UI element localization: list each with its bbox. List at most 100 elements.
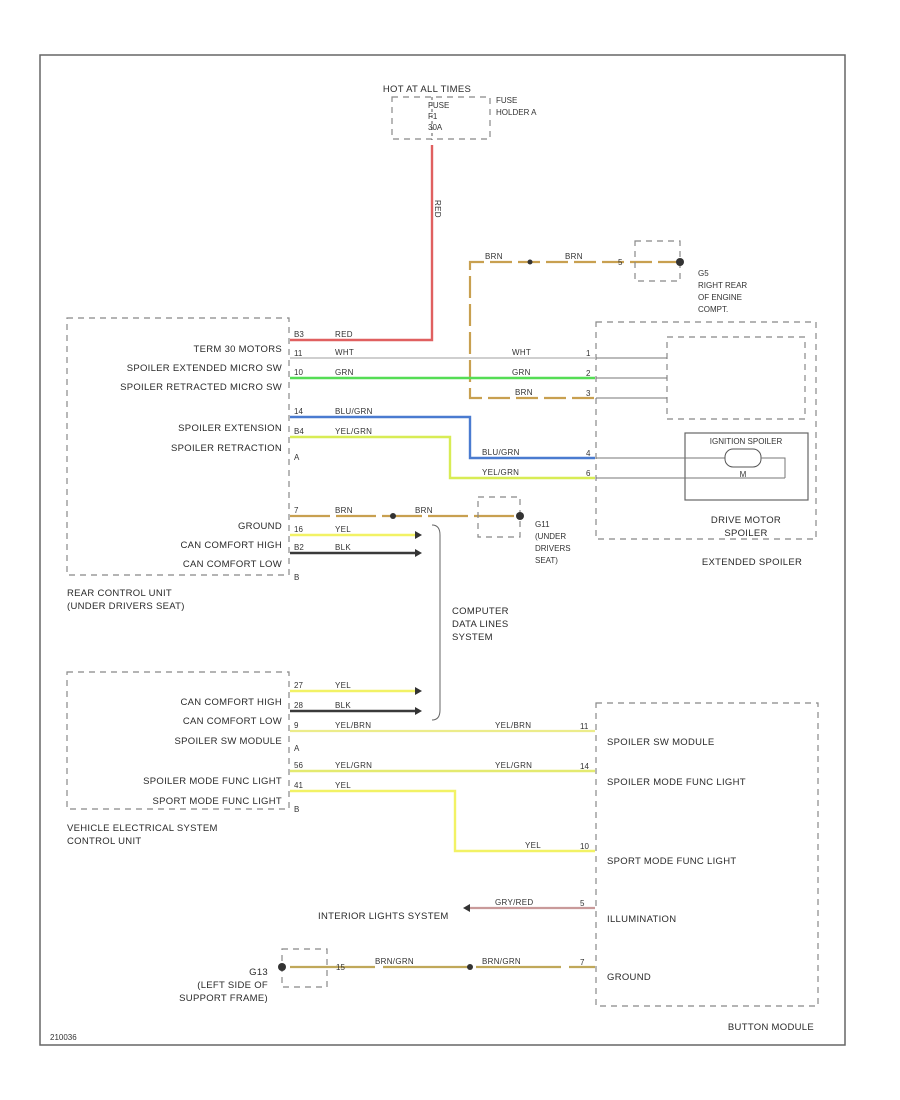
wire-label-blugrn-1: BLU/GRN xyxy=(335,407,373,416)
diagram-border xyxy=(39,54,846,1046)
rcu-pin-spoiler-retracted: SPOILER RETRACTED MICRO SW xyxy=(120,382,282,393)
wire-label-blugrn-2: BLU/GRN xyxy=(482,448,520,457)
wire-label-brn-3: BRN xyxy=(515,388,533,397)
wire-label-grn-2: GRN xyxy=(512,368,531,377)
rcu-connector-b: B xyxy=(294,573,299,582)
es-pin-6: 6 xyxy=(586,469,591,478)
bm-pin-illumination: ILLUMINATION xyxy=(607,914,676,925)
bm-pin-num-1: 11 xyxy=(580,722,589,731)
wire-yellow-sport xyxy=(290,789,595,853)
wire-label-wht-1: WHT xyxy=(335,348,354,357)
rcu-pin-num-1: B3 xyxy=(294,330,304,339)
wire-label-yel-sport-2: YEL xyxy=(525,841,541,850)
cdl-label-1: COMPUTER xyxy=(452,606,509,617)
extended-spoiler-label: EXTENDED SPOILER xyxy=(702,557,802,568)
wire-label-blk-vesc: BLK xyxy=(335,701,351,710)
ignition-spoiler-label: IGNITION SPOILER xyxy=(710,437,783,446)
bm-pin-spoiler-sw: SPOILER SW MODULE xyxy=(607,737,715,748)
arrow-can-high-rear xyxy=(415,531,422,539)
rcu-pin-num-6: 7 xyxy=(294,506,299,515)
button-module: SPOILER SW MODULE SPOILER MODE FUNC LIGH… xyxy=(580,702,819,1033)
rcu-connector-a: A xyxy=(294,453,300,462)
g11-label-1: G11 xyxy=(535,520,550,529)
splice-dot xyxy=(390,513,396,519)
button-module-label: BUTTON MODULE xyxy=(728,1022,814,1033)
vesc-label-2: CONTROL UNIT xyxy=(67,836,142,847)
bm-pin-num-2: 14 xyxy=(580,762,589,771)
motor-return xyxy=(761,457,786,478)
cdl-label-2: DATA LINES xyxy=(452,619,509,630)
cdl-label-3: SYSTEM xyxy=(452,632,493,643)
arrow-can-low-vesc xyxy=(415,707,422,715)
rear-control-unit: TERM 30 MOTORS SPOILER EXTENDED MICRO SW… xyxy=(66,317,304,612)
wire-label-brn-g11-1: BRN xyxy=(335,506,353,515)
fuse-panel: HOT AT ALL TIMES FUSE F1 30A FUSE HOLDER… xyxy=(383,84,537,140)
g11-terminal xyxy=(516,512,524,520)
wire-brown-g5 xyxy=(468,260,680,400)
rcu-pin-num-2: 11 xyxy=(294,349,303,358)
wires: RED RED BRN BRN BRN WHT WHT GRN GRN BLU/… xyxy=(290,145,680,970)
fuse-holder-label-2: HOLDER A xyxy=(496,108,537,117)
wire-red xyxy=(290,145,434,342)
wire-label-yelgrn-1: YEL/GRN xyxy=(335,427,372,436)
extended-spoiler: IGNITION SPOILER M DRIVE MOTOR SPOILER E… xyxy=(586,258,817,568)
motor-label: M xyxy=(740,470,747,479)
interior-lights-label: INTERIOR LIGHTS SYSTEM xyxy=(318,911,449,922)
g11-label-4: SEAT) xyxy=(535,556,558,565)
vesc-pin-spoiler-sw: SPOILER SW MODULE xyxy=(174,736,282,747)
wire-label-red-vert: RED xyxy=(433,200,442,218)
wire-label-brn-1: BRN xyxy=(485,252,503,261)
vesc-connector-b: B xyxy=(294,805,299,814)
drive-motor-label-1: DRIVE MOTOR xyxy=(711,515,781,526)
vesc-pin-can-high: CAN COMFORT HIGH xyxy=(180,697,282,708)
vesc-pin-num-3: 9 xyxy=(294,721,299,730)
vesc-connector-a: A xyxy=(294,744,300,753)
g11-label-3: DRIVERS xyxy=(535,544,571,553)
ground-g13: 15 G13 (LEFT SIDE OF SUPPORT FRAME) xyxy=(179,948,345,1004)
wire-label-yel-rear: YEL xyxy=(335,525,351,534)
rcu-pin-num-8: B2 xyxy=(294,543,304,552)
bm-pin-num-4: 5 xyxy=(580,899,585,908)
wire-label-brn-2: BRN xyxy=(565,252,583,261)
wire-blue-green xyxy=(290,415,595,460)
g13-label-2: (LEFT SIDE OF xyxy=(197,980,268,991)
bm-pin-sport-mode: SPORT MODE FUNC LIGHT xyxy=(607,856,736,867)
rcu-pin-can-low: CAN COMFORT LOW xyxy=(183,559,282,570)
vesc-pin-num-5: 41 xyxy=(294,781,303,790)
g5-label-3: OF ENGINE xyxy=(698,293,742,302)
motor-box xyxy=(684,432,809,501)
ground-g11: G11 (UNDER DRIVERS SEAT) xyxy=(477,496,571,565)
cdl-bracket xyxy=(431,524,441,721)
arrow-interior-lights xyxy=(463,904,470,912)
rcu-label-1: REAR CONTROL UNIT xyxy=(67,588,172,599)
fuse-amp: 30A xyxy=(428,123,443,132)
g5-label-4: COMPT. xyxy=(698,305,728,314)
fuse-panel-label: HOT AT ALL TIMES xyxy=(383,84,471,95)
arrow-can-low-rear xyxy=(415,549,422,557)
rcu-pin-spoiler-retraction: SPOILER RETRACTION xyxy=(171,443,282,454)
fuse-holder-label-1: FUSE xyxy=(496,96,517,105)
micro-switch-box xyxy=(666,336,806,420)
drive-motor-label-2: SPOILER xyxy=(724,528,767,539)
rcu-pin-num-3: 10 xyxy=(294,368,303,377)
wire-label-brn-g11-2: BRN xyxy=(415,506,433,515)
fuse-label: FUSE xyxy=(428,101,449,110)
button-module-box xyxy=(595,702,819,1007)
rcu-pin-num-4: 14 xyxy=(294,407,303,416)
vesc-pin-spoiler-mode: SPOILER MODE FUNC LIGHT xyxy=(143,776,282,787)
rcu-pin-term30: TERM 30 MOTORS xyxy=(194,344,282,355)
g13-label-3: SUPPORT FRAME) xyxy=(179,993,268,1004)
es-pin-5: 5 xyxy=(618,258,623,267)
cdl-arrows xyxy=(415,524,470,912)
rcu-pin-spoiler-extended: SPOILER EXTENDED MICRO SW xyxy=(127,363,282,374)
vesc-pin-num-1: 27 xyxy=(294,681,303,690)
wire-label-gryred: GRY/RED xyxy=(495,898,533,907)
es-pin-3: 3 xyxy=(586,389,591,398)
wire-label-grn-1: GRN xyxy=(335,368,354,377)
rcu-pin-num-7: 16 xyxy=(294,525,303,534)
g13-pin: 15 xyxy=(336,963,345,972)
wire-label-yelgrn-4: YEL/GRN xyxy=(495,761,532,770)
fuse-id: F1 xyxy=(428,112,438,121)
arrow-can-high-vesc xyxy=(415,687,422,695)
